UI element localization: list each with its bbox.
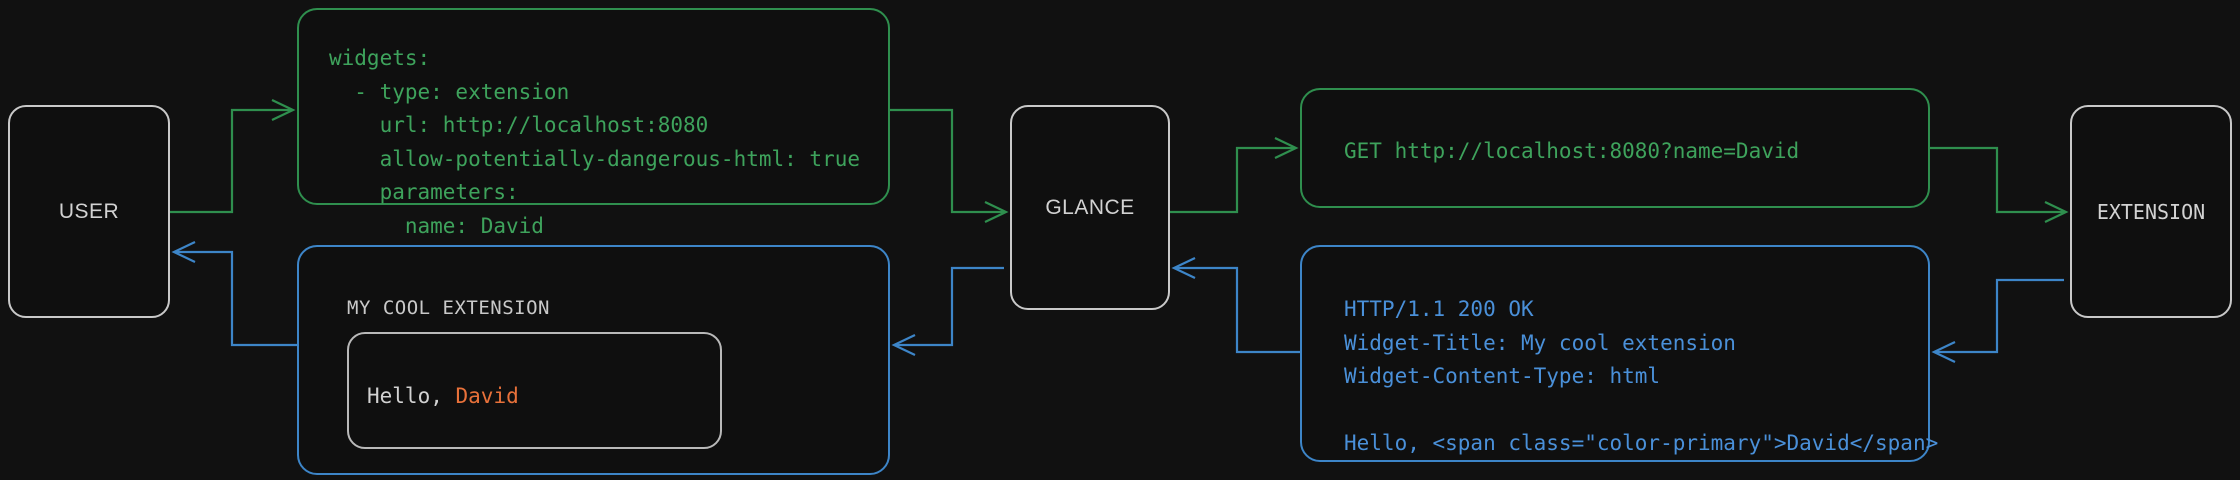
wire-extension-to-response xyxy=(1931,278,2064,363)
wire-glance-to-request xyxy=(1170,137,1299,214)
widget-preview-title: MY COOL EXTENSION xyxy=(347,297,550,319)
node-extension[interactable]: EXTENSION xyxy=(2070,105,2232,318)
panel-yaml-config[interactable]: widgets: - type: extension url: http://l… xyxy=(297,8,890,238)
node-glance[interactable]: GLANCE xyxy=(1010,105,1170,310)
widget-preview-body: Hello, David xyxy=(347,332,722,449)
node-glance-label: GLANCE xyxy=(1045,195,1135,219)
http-request-code: GET http://localhost:8080?name=David xyxy=(1344,139,1800,163)
node-extension-label: EXTENSION xyxy=(2096,199,2206,224)
wire-user-to-config xyxy=(170,99,296,214)
node-user-label: USER xyxy=(58,199,120,223)
http-response-code: HTTP/1.1 200 OK Widget-Title: My cool ex… xyxy=(1344,297,1939,456)
panel-http-response[interactable]: HTTP/1.1 200 OK Widget-Title: My cool ex… xyxy=(1300,245,1938,462)
wire-request-to-extension xyxy=(1930,146,2069,223)
widget-preview-greeting: Hello, David xyxy=(367,384,519,408)
panel-http-request[interactable]: GET http://localhost:8080?name=David xyxy=(1300,88,1930,208)
wire-glance-to-widget xyxy=(891,266,1004,356)
widget-preview-greeting-name: David xyxy=(455,384,519,408)
panel-widget-preview[interactable]: MY COOL EXTENSION Hello, David xyxy=(297,245,890,475)
widget-preview-greeting-prefix: Hello, xyxy=(367,384,456,408)
node-user[interactable]: USER xyxy=(8,105,170,318)
wire-config-to-glance xyxy=(890,108,1009,223)
wire-widget-to-user xyxy=(171,241,297,347)
wire-response-to-glance xyxy=(1171,257,1300,354)
yaml-config-code: widgets: - type: extension url: http://l… xyxy=(329,46,861,238)
